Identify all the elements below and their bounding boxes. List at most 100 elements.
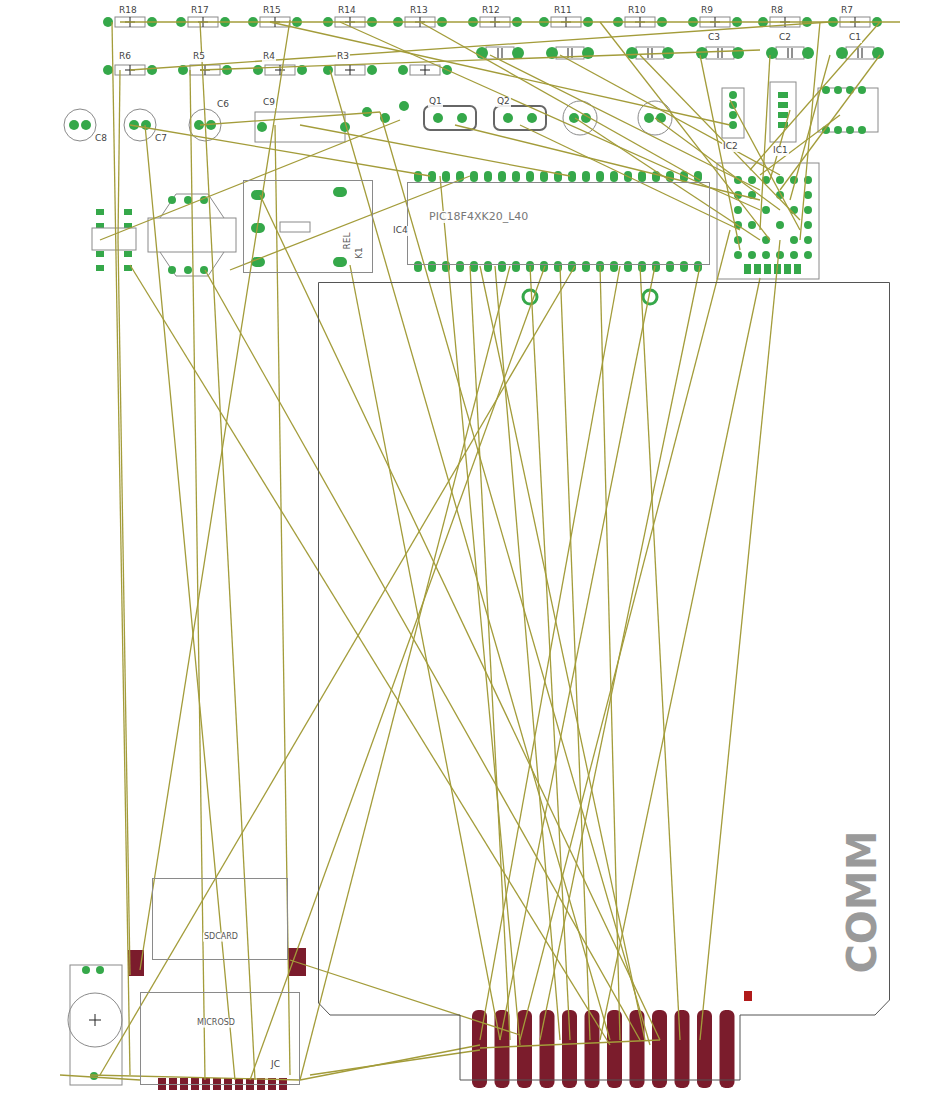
pad [428,261,436,272]
pad [540,171,548,182]
pad [147,65,157,75]
airwire [575,118,760,240]
pad [778,112,788,118]
pad [762,236,770,244]
crystal-outline [494,106,546,130]
part-name: K1 [355,246,365,260]
pad [804,206,812,214]
part-designator: C6 [216,100,230,110]
pad [333,187,347,197]
pad [729,91,737,99]
gold-finger [697,1010,712,1088]
pad [222,65,232,75]
airwire [520,230,730,1040]
smd-pad [191,1078,199,1090]
origin-cross [89,1014,101,1026]
pad [680,261,688,272]
airwire [560,55,780,175]
board-outline: COMM [318,282,890,1088]
airwire [200,112,380,125]
pad [253,65,263,75]
pad [762,206,770,214]
pad [778,92,788,98]
capacitor-plates [718,48,722,58]
pad [638,261,646,272]
pad [734,251,742,259]
airwire [260,195,660,1040]
pad [333,257,347,267]
part-name: MICROSD [196,1019,236,1028]
transistor-outline [92,228,136,250]
pad [81,120,91,130]
pad [470,261,478,272]
pad [512,47,524,59]
airwire [655,118,780,210]
ic-package: PIC18F4XK20_L40 [407,182,710,265]
pad [858,126,866,134]
part-designator: C2 [778,33,792,43]
pad [790,236,798,244]
part-designator: R9 [700,6,714,16]
battery-holder [70,965,122,1085]
airwire [700,240,780,1040]
part-designator: R8 [770,6,784,16]
part-designator: C9 [262,98,276,108]
capacitor-symbol [696,47,744,59]
airwire [118,70,120,240]
smd-pad [257,1078,265,1090]
pad [569,113,579,123]
airwire [455,125,760,200]
electrolytic-symbol [124,109,156,141]
part-designator: C8 [94,134,108,144]
pad [776,176,784,184]
pad [732,47,744,59]
pad [512,261,520,272]
gold-finger [720,1010,735,1088]
capacitor-body [486,47,514,59]
pad [790,251,798,259]
part-designator: R14 [337,6,357,16]
airwire [440,176,520,1045]
pad [457,113,467,123]
part-designator: C7 [154,134,168,144]
board-edge [318,282,890,1088]
crystal-symbol [494,106,546,130]
airwire [205,270,640,1040]
pad [729,111,737,119]
airwire [250,266,545,1080]
airwire [730,100,800,230]
capacitor-plates [858,48,862,58]
crystal-outline [424,106,476,130]
pad [96,966,104,974]
pad [168,266,176,274]
part-designator: C1 [848,33,862,43]
capacitor-body [846,47,874,59]
part-name: PIC18F4XK20_L40 [428,211,529,223]
capacitor-plates [648,48,652,58]
airwire [300,1045,480,1080]
sd-card-holder: SDCARD [152,878,288,960]
origin-cross [420,65,430,75]
airwire [300,266,510,1080]
airwire [310,1050,480,1075]
battery-outline [68,993,122,1047]
airwire [120,21,900,22]
pad [748,176,756,184]
part-designator: R6 [118,52,132,62]
part-name: REL [343,232,353,251]
origin-marker [744,991,752,1001]
capacitor-outline [124,109,156,141]
pad [184,196,192,204]
pad [96,209,104,215]
smd-pad [224,1078,232,1090]
part-designator: R15 [262,6,282,16]
pad [644,113,654,123]
pad [638,171,646,182]
pad [766,47,778,59]
part-designator: R13 [409,6,429,16]
part-designator: R10 [627,6,647,16]
part-designator: R11 [553,6,573,16]
relay-coil [280,222,310,232]
crystal-symbol [424,106,476,130]
airwire [520,125,740,230]
